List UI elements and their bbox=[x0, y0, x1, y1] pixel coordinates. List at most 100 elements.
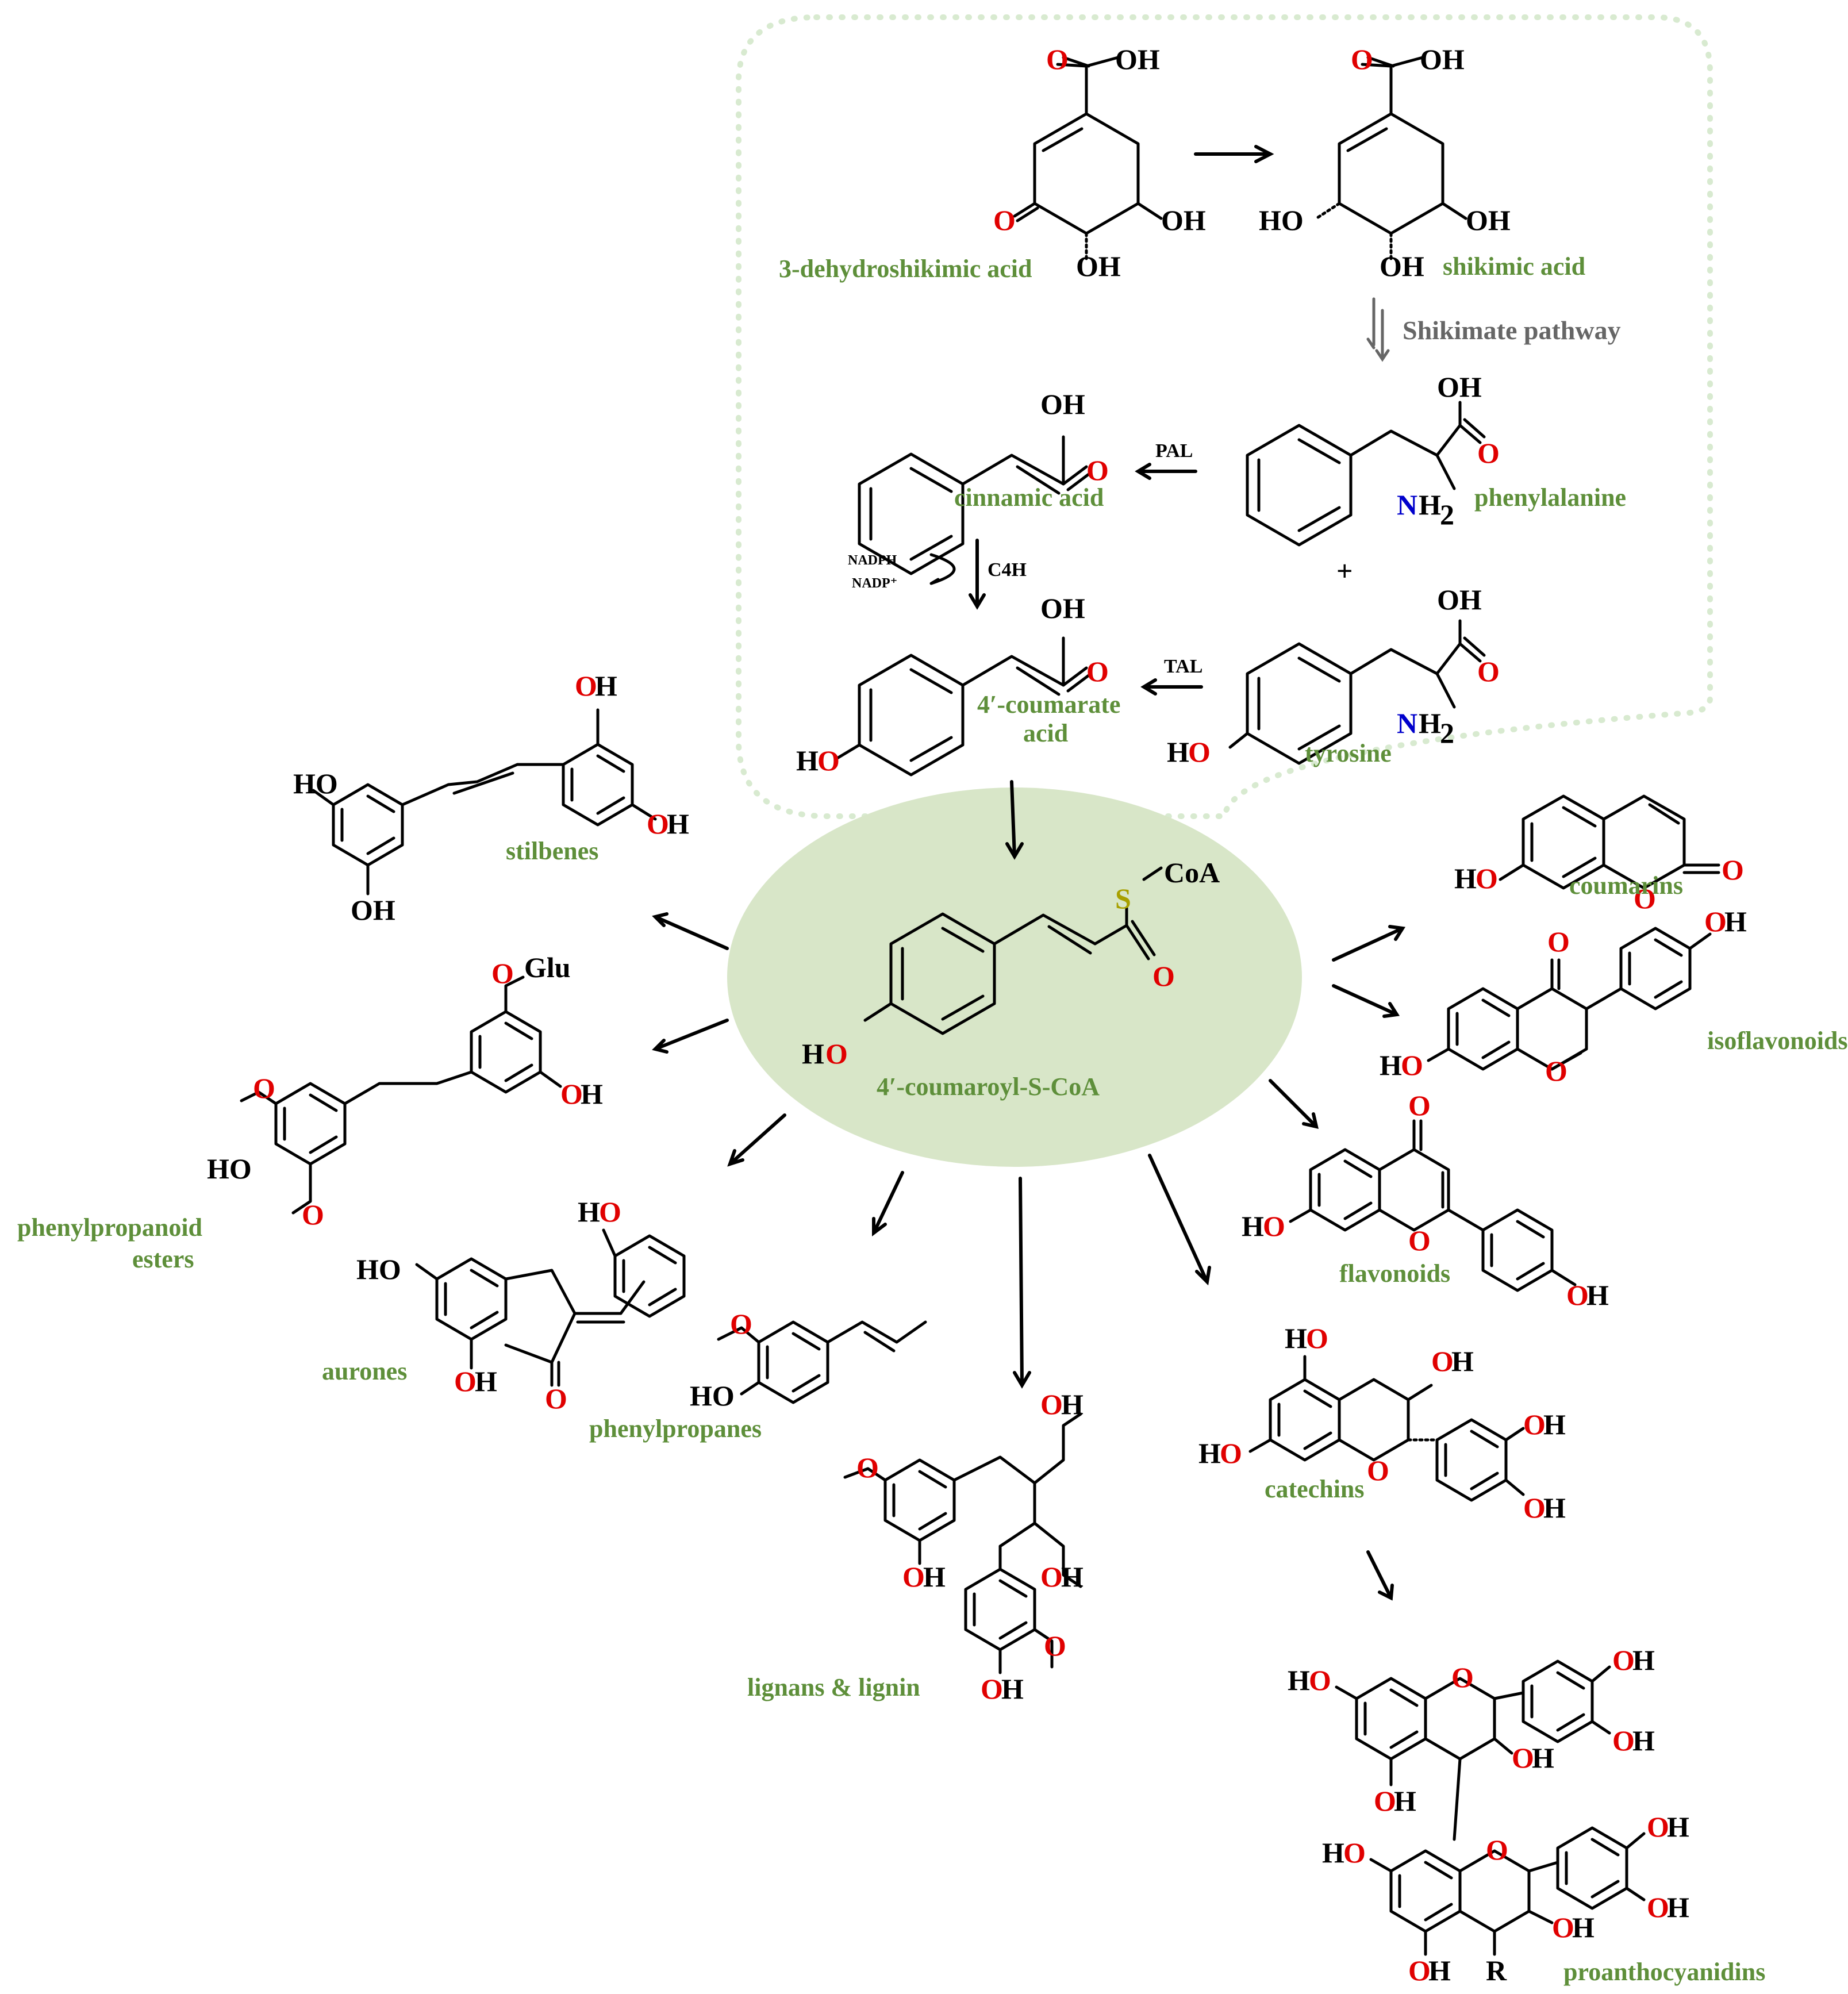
atom-h: H bbox=[1451, 1345, 1474, 1377]
atom-o: O bbox=[856, 1451, 879, 1484]
atom-h-of-ho: H bbox=[802, 1038, 824, 1070]
atom-o: O bbox=[1309, 1664, 1331, 1696]
atom-h: H bbox=[1419, 707, 1441, 739]
atom-o: O bbox=[575, 670, 597, 702]
plus-sign: + bbox=[1336, 555, 1353, 587]
structure-shikimic-acid: O OH HO OH OH bbox=[1259, 43, 1511, 282]
atom-o: O bbox=[1086, 655, 1109, 687]
atom-oh: OH bbox=[1466, 204, 1511, 236]
atom-ho: HO bbox=[690, 1380, 735, 1412]
structure-proanthocyanidins: O O H O H O H H O O H O O H O H O H H O … bbox=[1288, 1644, 1689, 1987]
atom-h-of-ho: H bbox=[796, 744, 819, 777]
atom-h: H bbox=[1632, 1644, 1655, 1676]
atom-o: O bbox=[902, 1561, 925, 1593]
atom-o: O bbox=[1086, 454, 1109, 486]
atom-o: O bbox=[1451, 1661, 1474, 1693]
label-tyrosine: tyrosine bbox=[1305, 739, 1392, 767]
structure-3-dehydroshikimic-acid: O OH O OH OH bbox=[993, 43, 1206, 282]
atom-o: O bbox=[1188, 736, 1211, 768]
atom-h: H bbox=[1572, 1911, 1595, 1943]
structure-cinnamic-acid: OH O bbox=[858, 388, 1109, 575]
atom-h: H bbox=[1061, 1388, 1084, 1420]
structure-isoflavonoids: O O O H H O bbox=[1380, 905, 1747, 1087]
label-catechins: catechins bbox=[1265, 1475, 1365, 1503]
atom-o: O bbox=[1612, 1724, 1635, 1757]
structure-flavonoids: O O O H H O bbox=[1242, 1089, 1609, 1311]
atom-o: O bbox=[1152, 960, 1175, 992]
atom-oh: OH bbox=[1115, 43, 1160, 75]
atom-oh: OH bbox=[1161, 204, 1206, 236]
label-3-dehydroshikimic-acid: 3-dehydroshikimic acid bbox=[779, 255, 1032, 283]
label-shikimate-pathway: Shikimate pathway bbox=[1403, 316, 1621, 345]
atom-oh: OH bbox=[1437, 371, 1482, 403]
label-isoflavonoids: isoflavonoids bbox=[1707, 1027, 1848, 1055]
structure-coumarins: O O H O bbox=[1454, 794, 1744, 915]
atom-o: O bbox=[1486, 1834, 1508, 1866]
atom-o: O bbox=[817, 744, 840, 777]
atom-o: O bbox=[981, 1673, 1003, 1705]
atom-o: O bbox=[1046, 43, 1069, 75]
arrow-tal: TAL bbox=[1140, 656, 1203, 696]
cofactor-nadp: NADP⁺ bbox=[852, 576, 897, 591]
atom-o: O bbox=[1220, 1437, 1242, 1469]
label-phenylalanine: phenylalanine bbox=[1474, 483, 1626, 512]
atom-o: O bbox=[1306, 1322, 1328, 1354]
atom-o: O bbox=[1552, 1911, 1574, 1943]
label-4-coumaroyl-s-coa: 4′-coumaroyl-S-CoA bbox=[877, 1073, 1100, 1101]
label-aurones: aurones bbox=[322, 1357, 407, 1385]
atom-h: H bbox=[1001, 1673, 1024, 1705]
enzyme-tal: TAL bbox=[1164, 656, 1202, 677]
atom-oh: OH bbox=[1380, 250, 1424, 282]
label-flavonoids: flavonoids bbox=[1339, 1259, 1450, 1288]
atom-o: O bbox=[1044, 1630, 1066, 1662]
atom-h: H bbox=[1632, 1724, 1655, 1757]
atom-ho: HO bbox=[293, 767, 338, 800]
enzyme-c4h: C4H bbox=[988, 559, 1027, 581]
atom-sub2: 2 bbox=[1440, 498, 1454, 531]
atom-h-of-ho: H bbox=[1322, 1837, 1344, 1869]
atom-o: O bbox=[1612, 1644, 1635, 1676]
atom-o: O bbox=[1476, 862, 1498, 894]
atom-h: H bbox=[1667, 1811, 1689, 1843]
atom-o: O bbox=[1351, 43, 1373, 75]
label-phenylpropanes: phenylpropanes bbox=[589, 1415, 762, 1443]
structure-catechins: H O O H O O H O H H O bbox=[1198, 1322, 1566, 1524]
atom-o: O bbox=[1408, 1954, 1431, 1987]
atom-o: O bbox=[1040, 1388, 1063, 1420]
atom-o: O bbox=[1647, 1811, 1669, 1843]
atom-ho: HO bbox=[1259, 204, 1304, 236]
atom-h: H bbox=[578, 1196, 600, 1228]
atom-o: O bbox=[1401, 1049, 1423, 1081]
atom-h: H bbox=[1586, 1279, 1609, 1311]
atom-o: O bbox=[1477, 655, 1500, 687]
label-4-coumarate: 4′-coumarate bbox=[977, 690, 1120, 719]
atom-o: O bbox=[599, 1196, 621, 1228]
label-stilbenes: stilbenes bbox=[506, 837, 598, 865]
structure-aurones: H O HO O O H bbox=[356, 1196, 686, 1415]
atom-n: N bbox=[1397, 489, 1417, 521]
atom-o: O bbox=[1408, 1089, 1431, 1121]
label-cinnamic-acid: cinnamic acid bbox=[954, 483, 1104, 512]
atom-o: O bbox=[1722, 854, 1744, 886]
atom-h: H bbox=[1543, 1408, 1566, 1440]
shikimate-region-outline bbox=[736, 14, 1713, 819]
structure-4-coumaroyl-s-coa: S CoA O H O bbox=[802, 856, 1220, 1070]
atom-o: O bbox=[1477, 437, 1500, 469]
structure-phenylpropanes: O HO bbox=[690, 1308, 927, 1412]
atom-o: O bbox=[560, 1078, 583, 1110]
atom-o: O bbox=[1431, 1345, 1454, 1377]
arrow-pal: PAL bbox=[1135, 440, 1197, 480]
atom-o: O bbox=[1263, 1210, 1285, 1242]
atom-h-of-ho: H bbox=[1380, 1049, 1402, 1081]
atom-oh: OH bbox=[1076, 250, 1121, 282]
cofactor-nadph: NADPH bbox=[848, 553, 897, 568]
atom-h: H bbox=[1667, 1891, 1689, 1923]
structure-stilbenes: O H O H HO OH bbox=[293, 670, 689, 926]
atom-coa: CoA bbox=[1164, 856, 1220, 889]
atom-o: O bbox=[993, 204, 1016, 236]
atom-o: O bbox=[545, 1382, 567, 1415]
atom-h-of-ho: H bbox=[1167, 736, 1189, 768]
atom-o: O bbox=[647, 808, 669, 840]
atom-h: H bbox=[1419, 489, 1441, 521]
